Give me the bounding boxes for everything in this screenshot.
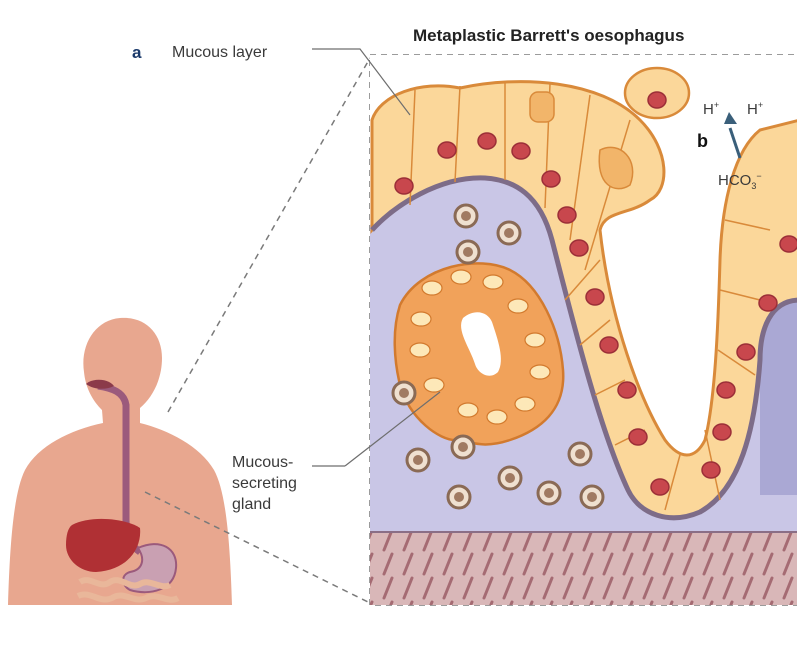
shed-cell [625,68,689,118]
proton-label-1: H+ [703,96,719,119]
gland-label-line3: gland [232,494,297,515]
proton-2-symbol: H [747,101,758,118]
bicarbonate-charge: − [756,171,761,181]
muscularis-layer [370,532,797,605]
human-body-illustration [8,318,232,605]
bicarbonate-symbol: HCO [718,172,751,189]
bicarbonate-label: HCO3− [718,167,762,196]
tissue-section [370,55,797,605]
gland-label-line2: secreting [232,473,297,494]
proton-label-2: H+ [747,96,763,119]
bicarbonate-subscript: 3 [751,181,756,191]
panel-a-label: a [132,43,141,62]
proton-2-charge: + [758,100,763,110]
panel-b-label: b [697,132,708,151]
proton-1-symbol: H [703,101,714,118]
diagram-title: Metaplastic Barrett's oesophagus [413,26,684,45]
mucous-layer-label: Mucous layer [172,43,267,62]
proton-1-charge: + [714,100,719,110]
gland-label-line1: Mucous- [232,452,297,473]
mucous-gland-label: Mucous- secreting gland [232,452,297,515]
